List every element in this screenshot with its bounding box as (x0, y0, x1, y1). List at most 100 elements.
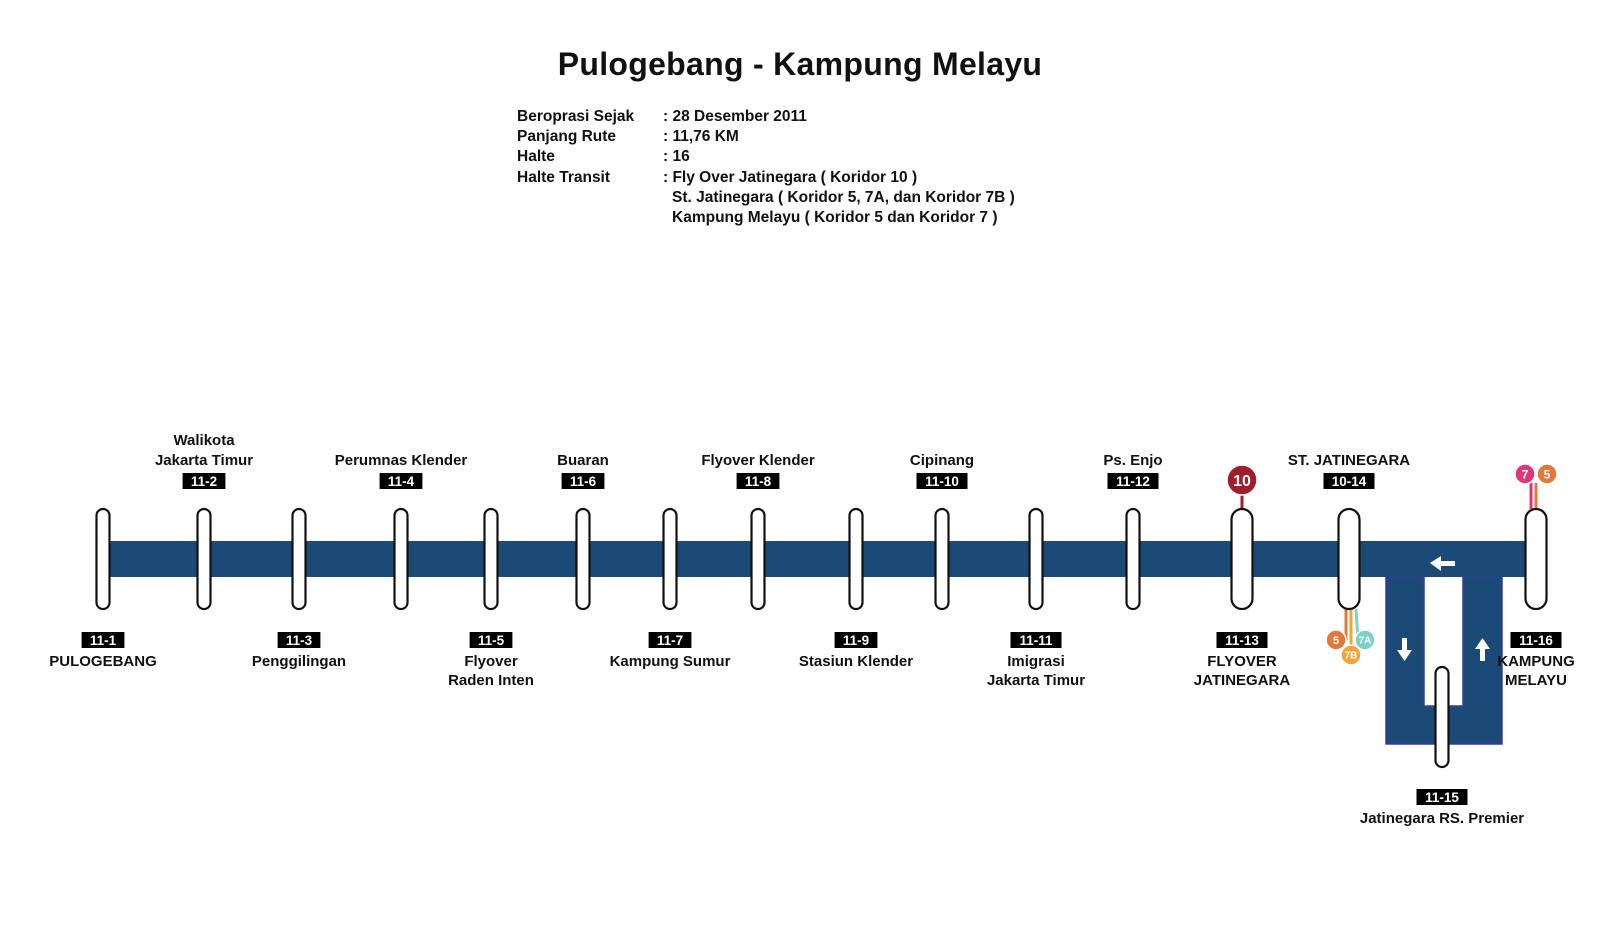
station-name: Jakarta Timur (987, 672, 1085, 689)
station-code-badge (916, 473, 968, 489)
info-label: Panjang Rute (517, 128, 617, 146)
station-code-badge (736, 473, 780, 489)
station-code: 11-11 (1019, 633, 1053, 648)
route-loop-top (1386, 541, 1502, 577)
info-label: Beroprasi Sejak (517, 108, 635, 125)
station-code: 11-16 (1519, 633, 1553, 648)
station-name: JATINEGARA (1194, 672, 1291, 689)
station-name: Flyover (464, 653, 518, 670)
station-name: Walikota (173, 432, 235, 449)
station-marker-10-14 (1337, 507, 1361, 611)
station-code: 11-7 (657, 633, 683, 648)
station-marker-11-12 (1125, 507, 1141, 611)
station-code: 11-6 (570, 474, 597, 489)
corridor-10-icon (1226, 464, 1258, 496)
map-title: Pulogebang - Kampung Melayu (557, 46, 1043, 82)
corridor-label: 5 (1333, 635, 1339, 647)
info-value: : 28 Desember 2011 (663, 108, 807, 125)
station-name: Ps. Enjo (1103, 452, 1162, 469)
station-code: 11-10 (925, 474, 959, 489)
corridor-label: 5 (1544, 467, 1551, 481)
station-name: PULOGEBANG (49, 653, 157, 670)
station-code-badge (648, 632, 692, 648)
station-marker-11-13 (1230, 507, 1254, 611)
corridor-label: 7B (1345, 651, 1358, 662)
station-name: Cipinang (910, 452, 974, 469)
station-name: Buaran (557, 452, 609, 469)
corridor-label: 7A (1359, 636, 1372, 647)
station-code: 11-13 (1225, 633, 1259, 648)
station-name: KAMPUNG (1497, 653, 1575, 670)
station-code: 11-2 (191, 474, 217, 489)
station-code-badge (561, 473, 605, 489)
station-code: 11-15 (1425, 790, 1459, 805)
station-name: Stasiun Klender (799, 653, 913, 670)
info-value: : Fly Over Jatinegara ( Koridor 10 ) (663, 168, 918, 186)
route-band (103, 541, 1536, 577)
station-code: 11-12 (1116, 474, 1150, 489)
arrow-up-icon (1475, 638, 1490, 661)
info-route-length: Panjang Rute : 11,76 KM (517, 127, 1015, 147)
info-value: : 11,76 KM (663, 128, 739, 146)
corridor-7B-icon (1340, 644, 1362, 666)
info-value: Kampung Melayu ( Koridor 5 dan Koridor 7… (672, 209, 998, 227)
station-name: FLYOVER (1207, 653, 1277, 670)
station-code: 11-8 (745, 474, 772, 489)
corridor-5-icon (1536, 463, 1558, 485)
corridor-7-icon (1514, 463, 1536, 485)
station-code-badge (81, 632, 125, 648)
station-marker-11-10 (934, 507, 950, 611)
station-marker-11-11 (1028, 507, 1044, 611)
station-name: Jatinegara RS. Premier (1360, 810, 1524, 827)
station-code-badge (1216, 632, 1268, 648)
station-code-badge (277, 632, 321, 648)
station-name: MELAYU (1505, 672, 1567, 689)
station-code: 10-14 (1332, 474, 1367, 489)
station-layer (95, 507, 1548, 769)
station-code-badge (1107, 473, 1159, 489)
corridor-5-icon (1325, 629, 1347, 651)
station-name: ST. JATINEGARA (1288, 452, 1410, 469)
station-name: Flyover Klender (701, 452, 815, 469)
station-marker-11-2 (196, 507, 212, 611)
info-transit-line: St. Jatinegara ( Koridor 5, 7A, dan Kori… (517, 188, 1015, 208)
info-value: St. Jatinegara ( Koridor 5, 7A, dan Kori… (672, 188, 1015, 206)
corridor-label: 7 (1522, 467, 1529, 481)
info-transit: Halte Transit : Fly Over Jatinegara ( Ko… (517, 168, 1015, 188)
station-code: 11-3 (286, 633, 313, 648)
corridor-label: 10 (1233, 473, 1251, 490)
station-code-badge (469, 632, 513, 648)
info-label: Halte (517, 148, 555, 166)
station-marker-11-3 (291, 507, 307, 611)
info-value: : 16 (663, 148, 690, 166)
station-code-badge (182, 473, 226, 489)
station-code-badge (379, 473, 423, 489)
info-stops: Halte : 16 (517, 147, 1015, 167)
arrow-down-icon (1397, 638, 1412, 661)
station-marker-11-15 (1434, 665, 1450, 769)
station-marker-11-16 (1524, 507, 1548, 611)
station-marker-11-7 (662, 507, 678, 611)
station-name: Jakarta Timur (155, 452, 253, 469)
station-code-badge (1010, 632, 1062, 648)
station-code-badge (1510, 632, 1562, 648)
station-name: Raden Inten (448, 672, 534, 689)
info-operating-since: Beroprasi Sejak : 28 Desember 2011 (517, 107, 1015, 127)
station-code: 11-9 (843, 633, 869, 648)
info-label: Halte Transit (517, 168, 611, 186)
info-transit-line: Kampung Melayu ( Koridor 5 dan Koridor 7… (517, 208, 1015, 228)
corridor-7A-icon (1354, 629, 1376, 651)
arrow-left-icon (1430, 556, 1455, 571)
station-marker-11-8 (750, 507, 766, 611)
station-marker-11-6 (575, 507, 591, 611)
route-layer (103, 541, 1536, 745)
station-code-badge (1416, 789, 1468, 805)
route-info: Beroprasi Sejak : 28 Desember 2011 Panja… (517, 107, 1015, 228)
station-marker-11-9 (848, 507, 864, 611)
station-marker-11-4 (393, 507, 409, 611)
station-code: 11-4 (388, 474, 415, 489)
station-code-badge (1323, 473, 1375, 489)
